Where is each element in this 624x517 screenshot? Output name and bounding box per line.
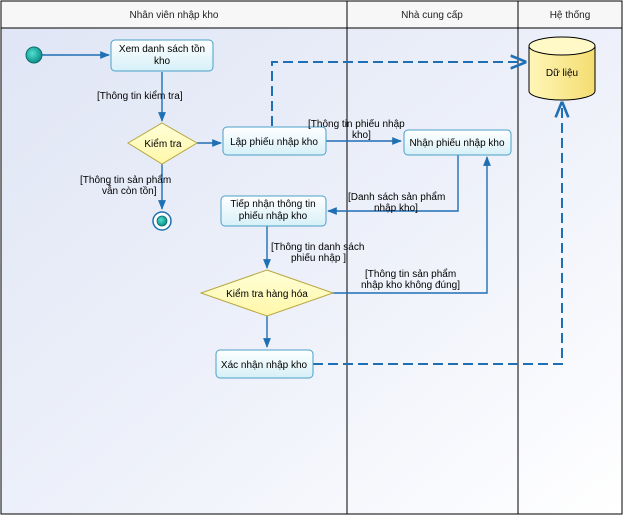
datastore-du-lieu[interactable]: Dữ liệu <box>528 36 596 101</box>
guard-danh-sach-san-pham-2: nhập kho] <box>374 203 418 214</box>
objflow-xacnhan-to-dulieu <box>313 103 562 365</box>
action-nhan-phieu[interactable]: Nhận phiếu nhập kho <box>403 129 512 156</box>
guard-thong-tin-phieu-nhap-2: kho] <box>352 130 371 141</box>
initial-node <box>25 46 43 64</box>
action-lap-phieu[interactable]: Lập phiếu nhập kho <box>222 126 327 156</box>
objflow-lapphieu-to-dulieu <box>271 62 525 126</box>
flow-nhanphieu-to-tiepnhan <box>327 155 459 215</box>
guard-danh-sach-phieu-1: [Thông tin danh sách <box>271 242 364 253</box>
lane-title-supplier: Nhà cung cấp <box>401 9 463 21</box>
action-xem-label-1: Xem danh sách tồn <box>119 43 205 55</box>
action-xac-nhan-label: Xác nhận nhập kho <box>221 360 308 371</box>
action-tiep-nhan[interactable]: Tiếp nhận thông tin phiếu nhập kho <box>220 195 327 227</box>
decision-kiem-tra-label: Kiểm tra <box>144 138 182 150</box>
action-xem-danh-sach[interactable]: Xem danh sách tồn kho <box>110 39 214 72</box>
guard-thong-tin-kiem-tra: [Thông tin kiểm tra] <box>97 90 183 102</box>
action-tiep-nhan-label-2: phiếu nhập kho <box>239 210 308 222</box>
edge-labels: [Thông tin kiểm tra] [Thông tin phiếu nh… <box>80 90 460 291</box>
datastore-label: Dữ liệu <box>546 68 578 79</box>
action-xac-nhan[interactable]: Xác nhận nhập kho <box>215 349 314 379</box>
control-flows <box>42 51 491 348</box>
action-xem-label-2: kho <box>154 56 171 67</box>
action-nhan-phieu-label: Nhận phiếu nhập kho <box>409 137 505 149</box>
guard-danh-sach-phieu-2: phiếu nhập ] <box>291 252 346 264</box>
guard-thong-tin-phieu-nhap-1: [Thông tin phiếu nhập <box>308 118 405 130</box>
object-flows <box>271 62 562 365</box>
decision-kiem-tra-hang-label: Kiểm tra hàng hóa <box>226 288 308 300</box>
lane-title-staff: Nhân viên nhập kho <box>130 10 219 21</box>
guard-con-ton-1: [Thông tin sản phẩm <box>80 174 171 186</box>
guard-danh-sach-san-pham-1: [Danh sách sản phẩm <box>348 191 445 203</box>
final-node <box>152 211 172 231</box>
flow-kiemtrahang-to-nhanphieu <box>332 156 491 294</box>
decision-kiem-tra[interactable]: Kiểm tra <box>127 122 198 165</box>
lane-title-system: Hệ thống <box>550 9 591 21</box>
decision-kiem-tra-hang[interactable]: Kiểm tra hàng hóa <box>199 269 335 317</box>
action-tiep-nhan-label-1: Tiếp nhận thông tin <box>230 198 315 210</box>
lanes-header-bar <box>0 0 623 29</box>
action-lap-phieu-label: Lập phiếu nhập kho <box>230 136 318 148</box>
guard-con-ton-2: vẫn còn tồn] <box>102 184 157 197</box>
guard-khong-dung-1: [Thông tin sản phẩm <box>365 268 456 280</box>
guard-khong-dung-2: nhập kho không đúng] <box>361 280 460 291</box>
